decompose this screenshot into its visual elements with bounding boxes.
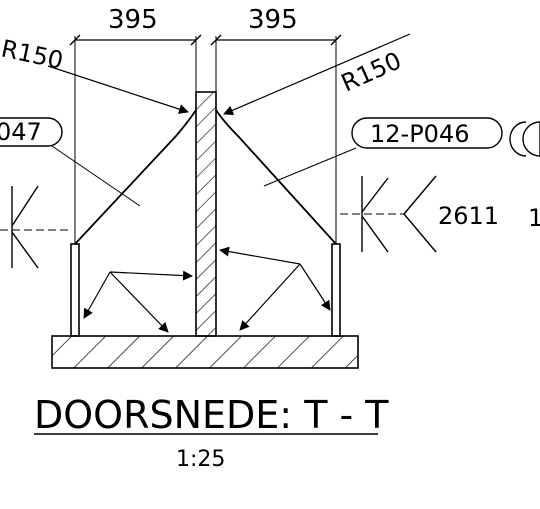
tag-bubble-12-P046 xyxy=(263,117,503,187)
dimension-right-label: 395 xyxy=(248,5,298,35)
stiffener-left xyxy=(74,109,197,245)
weld-reference-label: 2611 xyxy=(438,202,499,230)
radius-leader-left xyxy=(47,65,189,114)
weld-arrows-right xyxy=(219,246,331,331)
base-plate xyxy=(51,335,359,369)
weld-arrows-left xyxy=(83,270,193,333)
weld-symbol-right xyxy=(340,175,437,253)
tag-bubble-right-partial xyxy=(509,121,540,157)
dimension-right xyxy=(210,34,342,244)
stiffener-right xyxy=(215,109,337,245)
section-scale: 1:25 xyxy=(176,447,225,472)
radius-leader-right xyxy=(223,33,411,116)
tag-left-label: 047 xyxy=(0,118,42,146)
tag-12-P046-label: 12-P046 xyxy=(370,120,469,148)
radius-left-label: R150 xyxy=(0,34,66,74)
web-plate xyxy=(195,91,217,337)
side-strip-left xyxy=(70,243,80,337)
dimension-left xyxy=(69,34,202,244)
side-strip-right xyxy=(331,243,341,337)
tag-right-partial-label: 1 xyxy=(528,204,540,232)
section-title: DOORSNEDE: T - T xyxy=(34,393,389,437)
weld-symbol-left xyxy=(0,185,70,269)
dimension-left-label: 395 xyxy=(108,5,158,35)
radius-right-label: R150 xyxy=(337,46,405,97)
tag-bubble-left xyxy=(0,117,141,207)
